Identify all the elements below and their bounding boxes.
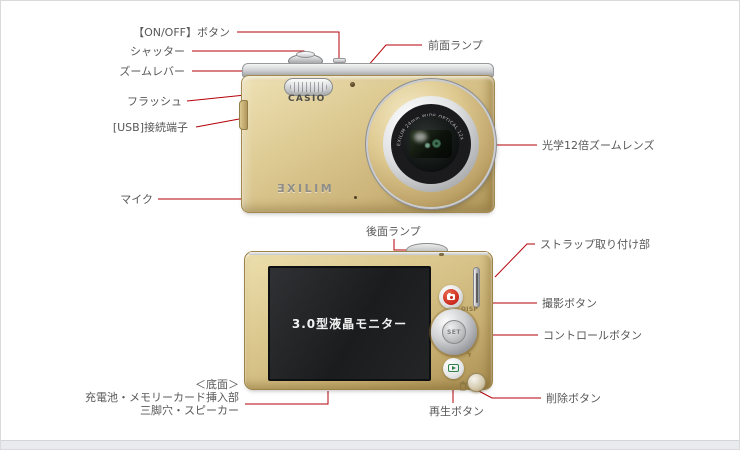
play-icon (448, 364, 459, 372)
label-play-button: 再生ボタン (429, 405, 484, 418)
lens-aperture (410, 130, 452, 158)
label-bottom-face-note: ＜底面＞ 充電池・メモリーカード挿入部 三脚穴・スピーカー (85, 378, 239, 417)
record-button (439, 285, 463, 309)
label-rear-lamp: 後面ランプ (366, 225, 421, 238)
control-wheel: SET (431, 309, 477, 355)
label-shutter: シャッター (130, 45, 185, 58)
shutter-button (296, 51, 315, 58)
strap-mount-slot (473, 267, 480, 308)
exilim-wordmark: ƎXILIM (277, 182, 335, 195)
camera-icon (447, 292, 455, 300)
microphone-hole (354, 196, 357, 199)
lens-small-reflection (425, 143, 430, 148)
casio-logo: CASIO (288, 94, 326, 104)
page-bottom-strip (1, 440, 739, 449)
label-zoom-lever: ズームレバー (119, 65, 185, 78)
flash-fresnel-pattern (290, 82, 327, 92)
lens-green-reflection (432, 139, 441, 148)
label-delete-button: 削除ボタン (546, 392, 601, 405)
lcd-monitor-label: 3.0型液晶モニター (291, 317, 408, 331)
camera-front-view: CASIO EXILIM 24mm WIDE OPTICAL 12x f=4.5… (239, 51, 495, 213)
label-record-button: 撮影ボタン (542, 297, 597, 310)
lens-glare-highlight (414, 132, 427, 142)
lcd-monitor: 3.0型液晶モニター (268, 266, 431, 381)
callout-line-strap (494, 243, 535, 278)
trash-icon (459, 381, 467, 391)
playback-button (443, 358, 464, 379)
label-front-lamp: 前面ランプ (428, 39, 483, 52)
label-flash: フラッシュ (127, 95, 182, 108)
label-on-off-button: 【ON/OFF】ボタン (133, 26, 230, 39)
back-top-chrome-edge (249, 252, 488, 255)
record-button-red-face (443, 289, 459, 305)
bottom-note-line1: ＜底面＞ (195, 378, 239, 391)
usb-port-cover (239, 100, 248, 130)
set-button-label: SET (446, 328, 461, 336)
label-zoom-lens: 光学12倍ズームレンズ (542, 139, 655, 152)
rear-lamp-dot (439, 253, 444, 256)
label-control-button: コントロールボタン (543, 329, 642, 342)
callout-line-bottom (245, 391, 329, 405)
camera-back-view: 3.0型液晶モニター DISP SET ϟ (244, 243, 493, 392)
delete-button (467, 373, 486, 392)
label-strap-mount: ストラップ取り付け部 (540, 238, 650, 251)
flash-bolt-icon: ϟ (466, 350, 472, 360)
bottom-note-line2: 充電池・メモリーカード挿入部 (85, 391, 239, 404)
label-mic: マイク (120, 193, 153, 206)
set-button: SET (442, 320, 466, 344)
bottom-note-line3: 三脚穴・スピーカー (140, 404, 239, 417)
front-lamp-dot (350, 82, 355, 87)
disp-label: DISP (461, 306, 479, 313)
label-usb-terminal: [USB]接続端子 (112, 121, 188, 134)
